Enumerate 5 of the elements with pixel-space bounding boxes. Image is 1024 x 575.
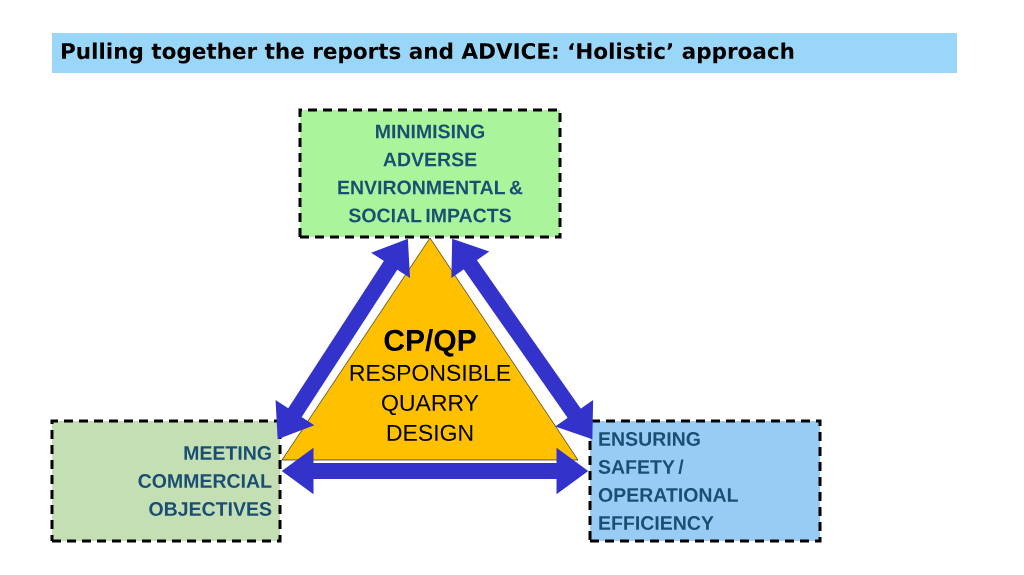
title-banner: Pulling together the reports and ADVICE: ‘Holistic’ approach [52,33,957,73]
triangle: CP/QP RESPONSIBLE QUARRY DESIGN [281,237,579,461]
dashed-box: MINIMISING ADVERSE ENVIRONMENTAL & SOCIAL IMPACTS [298,108,562,239]
dashed-box: ENSURING SAFETY / OPERATIONAL EFFICIENCY [588,419,822,543]
dashed-box: MEETING COMMERCIAL OBJECTIVES [50,419,282,543]
